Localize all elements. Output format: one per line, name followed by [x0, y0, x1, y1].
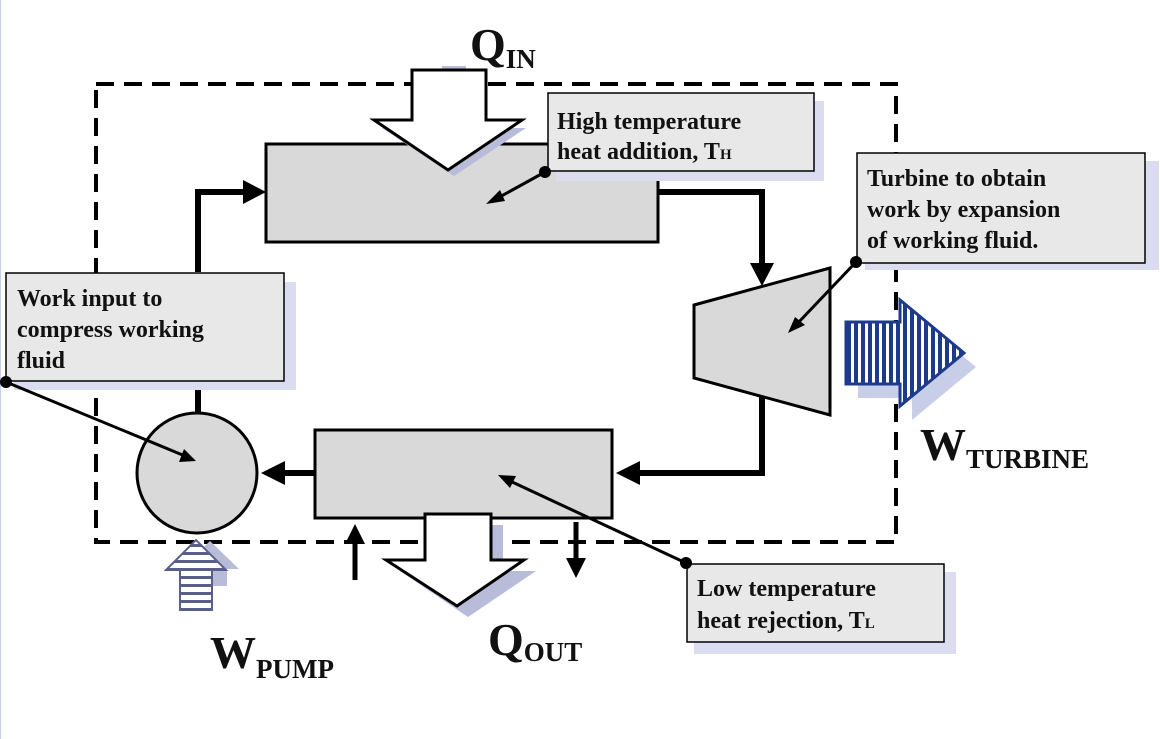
w-pump-label: WPUMP: [210, 627, 334, 684]
leader-turbine-dot: [850, 256, 862, 268]
leader-turbine: [794, 260, 858, 327]
leader-low-temp-dot: [680, 557, 692, 569]
flow-pump-to-boiler: [195, 189, 248, 272]
pump: [135, 411, 259, 535]
q-out-arrow: [380, 512, 529, 608]
w-pump-main: W: [210, 627, 256, 678]
arrowhead-pump-inlet: [261, 461, 285, 485]
callout-pump: Work input to compress working fluid: [5, 272, 296, 390]
callout-turbine: Turbine to obtain work by expansion of w…: [856, 152, 1159, 270]
callout-pump-box: [5, 272, 285, 382]
callout-high-temp-box: [547, 92, 815, 172]
leader-pump: [5, 380, 186, 458]
leader-pump-arrowhead: [179, 449, 196, 462]
w-pump-sub: PUMP: [256, 654, 334, 684]
callout-high-temp: High temperature heat addition, TH: [547, 92, 824, 181]
leader-pump-dot: [0, 376, 12, 388]
q-out-main: Q: [488, 614, 524, 665]
callout-high-temp-line2-sub: H: [720, 147, 732, 163]
w-pump-arrow: [163, 538, 229, 611]
q-in-main: Q: [470, 19, 506, 70]
w-turbine-arrow: [844, 296, 967, 410]
callout-high-temp-line2: heat addition, TH: [557, 139, 732, 165]
callout-low-temp-line2-prefix: heat rejection, T: [697, 608, 865, 634]
callout-pump-line2: compress working: [17, 317, 204, 343]
condenser-small-arrows: [345, 522, 586, 580]
leader-high-temp-arrowhead: [486, 190, 505, 204]
arrowhead-turbine-inlet: [750, 263, 774, 286]
callout-pump-line1: Work input to: [17, 286, 162, 312]
flow-turbine-to-condenser: [635, 392, 765, 476]
callout-low-temp-line2: heat rejection, TL: [697, 608, 875, 634]
arrowhead-boiler-inlet: [243, 180, 266, 204]
callout-turbine-line2: work by expansion: [867, 197, 1060, 223]
callout-high-temp-line1: High temperature: [557, 109, 742, 135]
small-arrow-down-head: [566, 558, 586, 578]
flow-lines: [195, 189, 765, 476]
condenser-box: [313, 428, 614, 520]
leader-turbine-arrowhead: [788, 317, 805, 333]
w-turbine-main: W: [920, 419, 966, 470]
flow-arrowheads: [243, 180, 774, 485]
callout-high-temp-line2-prefix: heat addition, T: [557, 139, 720, 165]
callout-turbine-box: [856, 152, 1146, 264]
q-in-label: QIN: [470, 19, 536, 74]
leader-high-temp: [495, 170, 546, 201]
q-out-label: QOUT: [488, 614, 582, 667]
flow-boiler-to-turbine: [658, 189, 765, 268]
callout-pump-line3: fluid: [17, 348, 66, 374]
callout-low-temp-line1: Low temperature: [697, 576, 876, 602]
w-turbine-sub: TURBINE: [966, 444, 1089, 474]
small-arrow-up-head: [345, 524, 365, 544]
callout-turbine-line3: of working fluid.: [867, 228, 1038, 254]
leader-high-temp-dot: [539, 166, 551, 178]
callout-low-temp-box: [686, 563, 945, 643]
callout-low-temp: Low temperature heat rejection, TL: [686, 563, 956, 654]
leader-low-temp-arrowhead: [498, 475, 516, 488]
q-in-arrow: [369, 68, 527, 172]
arrowhead-condenser-inlet: [616, 461, 640, 485]
q-in-sub: IN: [506, 44, 537, 74]
callout-turbine-line1: Turbine to obtain: [867, 166, 1046, 192]
w-turbine-label: WTURBINE: [920, 419, 1089, 474]
q-out-sub: OUT: [524, 637, 583, 667]
callout-low-temp-line2-sub: L: [865, 616, 875, 632]
turbine: [692, 266, 832, 417]
leader-low-temp: [509, 479, 687, 565]
